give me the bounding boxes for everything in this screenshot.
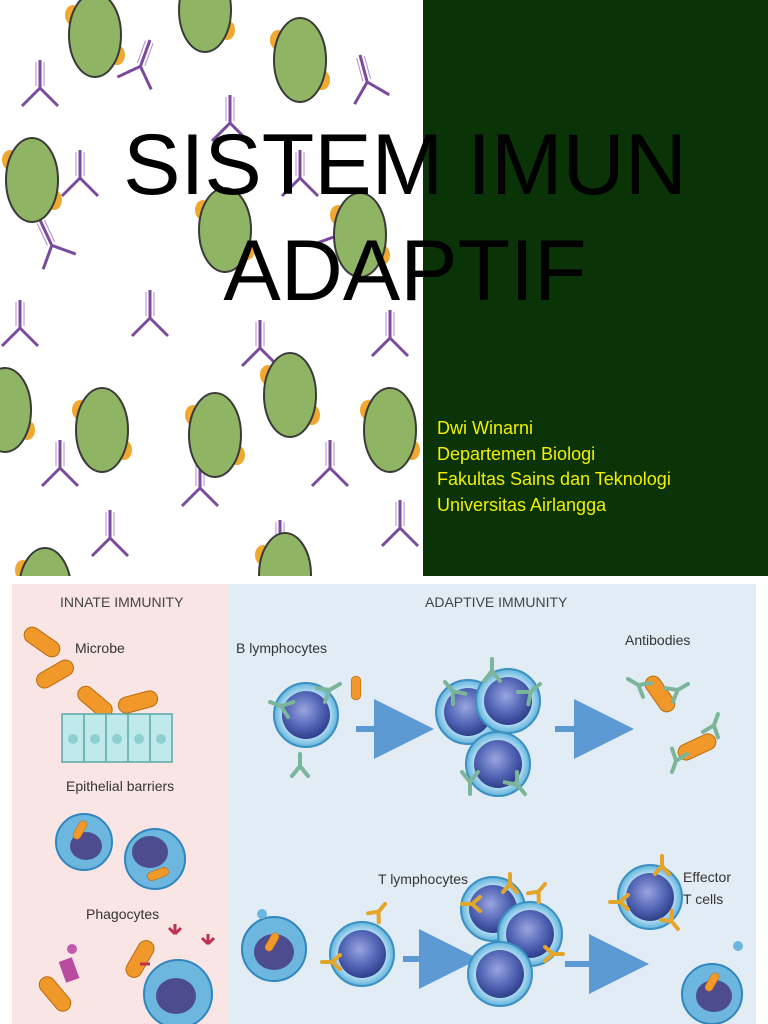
effector-label-line2: T cells: [683, 891, 724, 907]
effector-t-cells-icon: [608, 854, 743, 1024]
phagocytes-icon: [55, 813, 186, 890]
b-lymphocyte-icon: [265, 675, 362, 778]
b-cell-clones-icon: [435, 657, 548, 802]
title-line-2: ADAPTIF: [223, 223, 587, 319]
title-slide: SISTEM IMUN ADAPTIF Dwi Winarni Departem…: [0, 0, 768, 576]
epithelial-barriers-label: Epithelial barriers: [66, 778, 175, 794]
antibodies-icon: [622, 670, 728, 777]
t-lymphocyte-icon: [241, 897, 395, 987]
effector-label-line1: Effector: [683, 869, 731, 885]
slide-title: SISTEM IMUN ADAPTIF: [0, 112, 768, 324]
innate-immunity-header: INNATE IMMUNITY: [60, 594, 184, 610]
adaptive-immunity-header: ADAPTIVE IMMUNITY: [425, 594, 568, 610]
epithelial-barrier-icon: [61, 682, 173, 763]
title-line-1: SISTEM IMUN: [123, 117, 687, 213]
author-university: Universitas Airlangga: [437, 494, 607, 515]
phagocytes-label: Phagocytes: [86, 906, 160, 922]
author-block: Dwi Winarni Departemen Biologi Fakultas …: [437, 416, 671, 518]
immunity-diagram: [20, 623, 743, 1024]
innate-panel: [12, 584, 228, 1024]
immunity-diagram-slide: INNATE IMMUNITY ADAPTIVE IMMUNITY Microb…: [0, 584, 768, 1024]
green-panel: [423, 0, 768, 576]
antibody-cell-pattern: [0, 0, 430, 576]
b-lymphocytes-label: B lymphocytes: [236, 640, 328, 656]
t-cell-clones-icon: [460, 872, 565, 1007]
microbe-icon: [20, 623, 77, 692]
t-lymphocytes-label: T lymphocytes: [378, 871, 468, 887]
antibodies-label: Antibodies: [625, 632, 691, 648]
slide-divider: [0, 576, 768, 584]
microbe-label: Microbe: [75, 640, 125, 656]
author-department: Departemen Biologi: [437, 443, 596, 464]
innate-bottom-cells: [35, 924, 216, 1024]
author-faculty: Fakultas Sains dan Teknologi: [437, 469, 671, 489]
author-name: Dwi Winarni: [437, 418, 534, 438]
